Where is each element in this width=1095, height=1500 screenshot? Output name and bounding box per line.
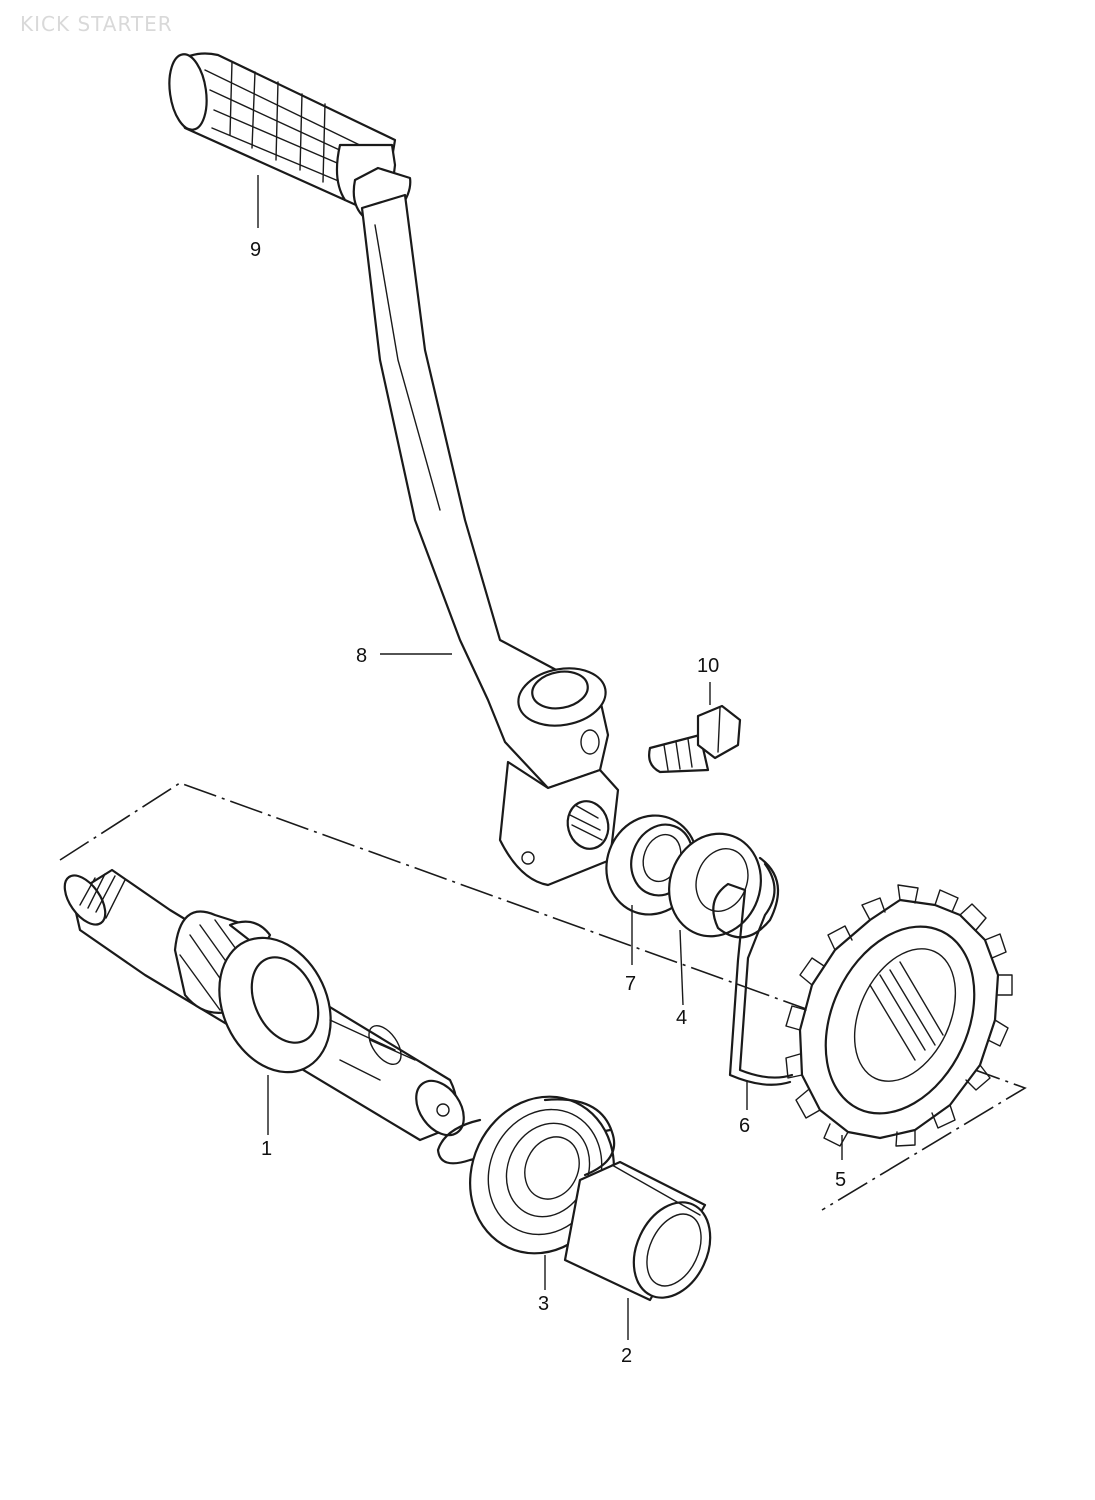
label-part-10: 10 <box>697 655 719 677</box>
return-spring-part <box>712 856 794 1086</box>
kick-lever-part <box>360 193 620 887</box>
grip-part <box>168 52 412 220</box>
spring-guide-part <box>668 832 762 938</box>
label-part-4: 4 <box>676 1007 687 1029</box>
assembly-boundary <box>59 782 1027 1211</box>
label-part-8: 8 <box>356 645 367 667</box>
kick-gear-part <box>785 884 1013 1147</box>
label-part-3: 3 <box>538 1293 549 1315</box>
label-part-6: 6 <box>739 1115 750 1137</box>
label-part-5: 5 <box>835 1169 846 1191</box>
diagram-title: KICK STARTER <box>20 12 173 36</box>
label-part-1: 1 <box>261 1138 272 1160</box>
label-part-9: 9 <box>250 239 261 261</box>
shaft-part <box>63 868 465 1142</box>
spacer-part <box>563 1160 712 1302</box>
bolt-part <box>648 704 742 774</box>
label-part-2: 2 <box>621 1345 632 1367</box>
label-part-7: 7 <box>625 973 636 995</box>
leader-lines <box>257 175 843 1340</box>
